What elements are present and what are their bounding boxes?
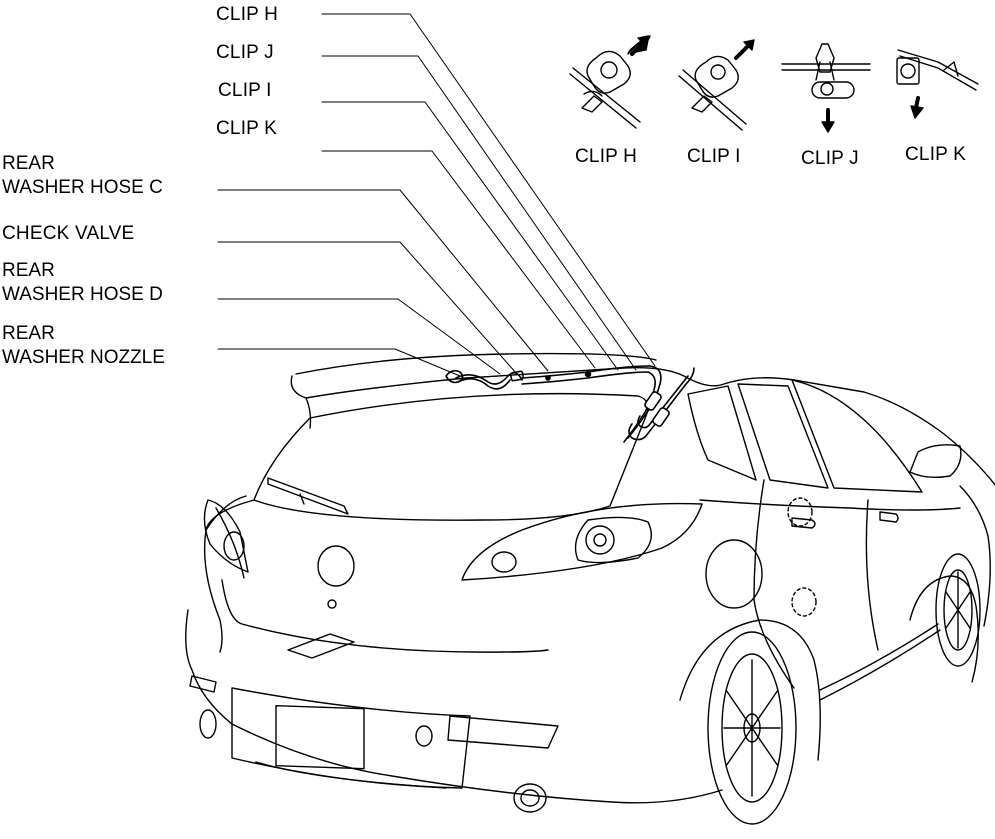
clip-j-arrow-icon [822, 122, 834, 132]
clip-j-detail [782, 44, 870, 132]
callout-rear-washer-hose-c-line2: WASHER HOSE C [2, 177, 163, 198]
callout-rear-washer-hose-c-line1: REAR [2, 153, 55, 174]
clip-h-on-car [644, 391, 663, 411]
check-valve [510, 371, 523, 381]
callout-clip-k: CLIP K [216, 118, 278, 139]
callout-rear-washer-nozzle-line2: WASHER NOZZLE [2, 347, 165, 368]
detail-label-clip-k: CLIP K [905, 144, 967, 165]
clip-k-on-car [546, 376, 550, 380]
washer-hose [446, 366, 694, 442]
clip-i-arrow-icon [744, 40, 754, 50]
leader-clip-k [322, 151, 595, 368]
leader-clip-i [322, 102, 618, 370]
detail-label-clip-h: CLIP H [575, 146, 638, 167]
leader-rear-washer-hose-c [218, 190, 548, 371]
leader-check-valve [218, 242, 517, 374]
car-illustration [186, 354, 995, 824]
leader-rear-washer-hose-d [218, 299, 500, 374]
callout-rear-washer-nozzle: REAR WASHER NOZZLE [2, 322, 165, 370]
leader-lines [218, 14, 655, 376]
callout-clip-i: CLIP I [218, 80, 272, 101]
detail-label-clip-j: CLIP J [801, 148, 859, 169]
callout-rear-washer-hose-c: REAR WASHER HOSE C [2, 152, 163, 200]
rear-washer-hose-c [522, 366, 661, 438]
callout-clip-j: CLIP J [216, 42, 274, 63]
callout-rear-washer-hose-d-line2: WASHER HOSE D [2, 284, 163, 305]
rear-washer-nozzle [446, 371, 463, 383]
clip-j-on-car [586, 372, 591, 377]
callout-check-valve: CHECK VALVE [2, 223, 135, 244]
clip-k-detail [897, 50, 978, 118]
clip-h-detail [570, 36, 650, 128]
leader-clip-j [322, 56, 636, 370]
clip-i-detail [679, 40, 754, 130]
detail-label-clip-i: CLIP I [687, 146, 741, 167]
leader-clip-h [322, 14, 655, 366]
clip-i-on-car [652, 407, 671, 427]
callout-rear-washer-hose-d-line1: REAR [2, 260, 55, 281]
callout-rear-washer-hose-d: REAR WASHER HOSE D [2, 259, 163, 307]
clip-k-arrow-icon [911, 106, 923, 118]
leader-rear-washer-nozzle [218, 349, 460, 376]
callout-rear-washer-nozzle-line1: REAR [2, 323, 55, 344]
callout-clip-h: CLIP H [216, 4, 279, 25]
